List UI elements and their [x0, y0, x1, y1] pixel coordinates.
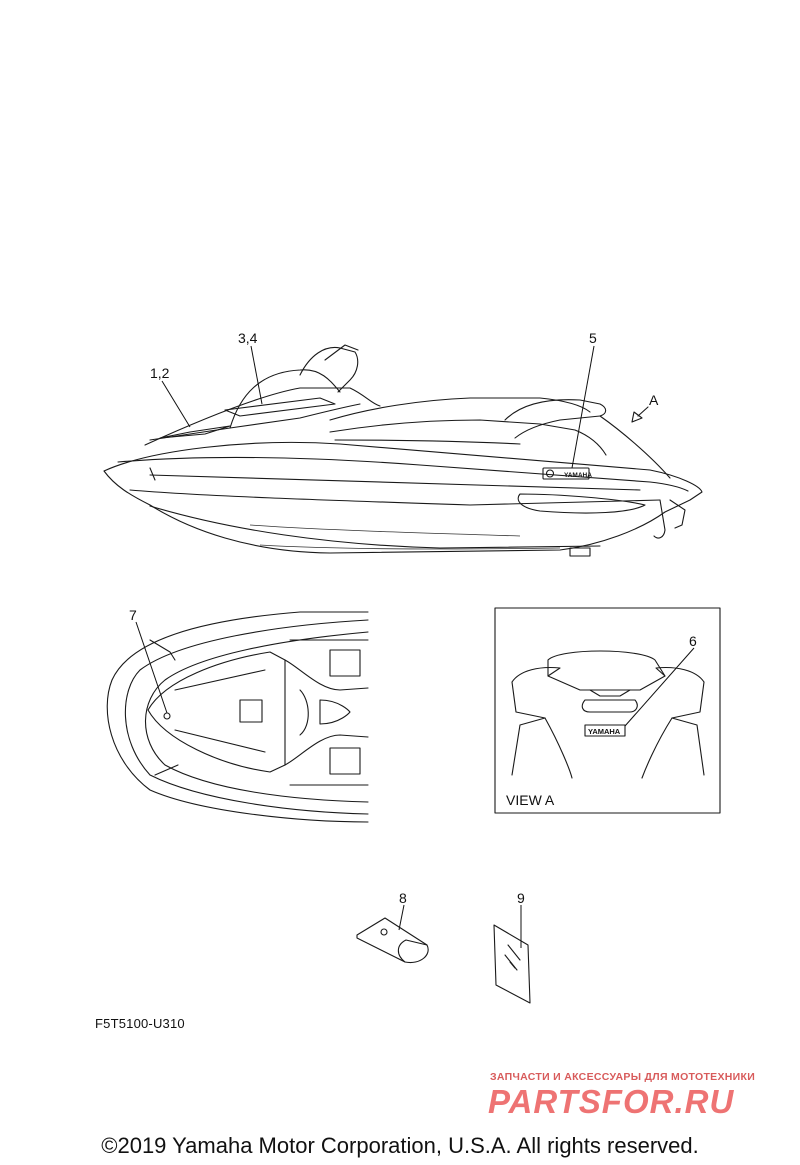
callout-3-4: 3,4: [238, 330, 258, 346]
callout-7: 7: [129, 607, 137, 623]
copyright-text: ©2019 Yamaha Motor Corporation, U.S.A. A…: [101, 1133, 699, 1158]
view-a-decal-text: YAMAHA: [588, 727, 621, 736]
callout-1-2: 1,2: [150, 365, 170, 381]
watermark-tagline: ЗАПЧАСТИ И АКСЕССУАРЫ ДЛЯ МОТОТЕХНИКИ: [490, 1071, 756, 1083]
diagram-code: F5T5100-U310: [95, 1016, 185, 1031]
callout-view-a-marker: A: [649, 392, 659, 408]
watermark-logo: PARTSFOR.RU: [488, 1083, 735, 1120]
part-8-shape: [356, 917, 429, 964]
callout-9: 9: [517, 890, 525, 906]
leader-lines: [135, 345, 695, 948]
callout-6: 6: [689, 633, 697, 649]
view-a-arrow: [631, 406, 649, 423]
part-9-shape: [493, 924, 531, 1004]
watercraft-side-view: [103, 344, 703, 557]
watercraft-top-view: [106, 611, 369, 823]
callout-8: 8: [399, 890, 407, 906]
view-a-label: VIEW A: [506, 792, 555, 808]
view-a-box: [494, 607, 721, 814]
hull-decal-text: YAMAHA: [564, 472, 592, 479]
callout-5: 5: [589, 330, 597, 346]
